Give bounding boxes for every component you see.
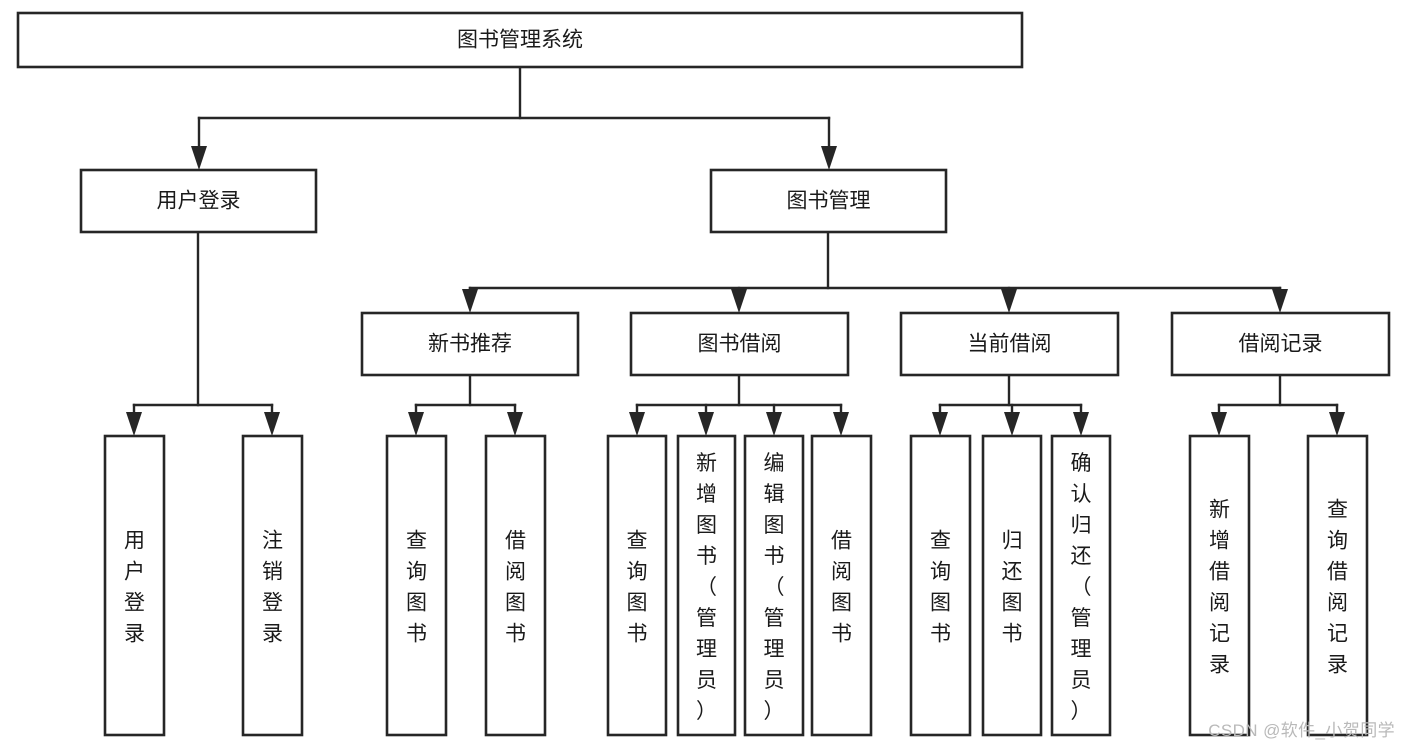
node-label-n_borrow: 图书借阅 <box>698 333 782 356</box>
node-l_return_book[interactable]: 归还图书 <box>981 434 1043 737</box>
node-label-l_edit_book: 编辑图书（管理员） <box>764 452 785 723</box>
node-label-l_borrow_book_b: 借阅图书 <box>831 530 852 646</box>
arrow-to-l-add-record <box>1211 403 1227 436</box>
node-label-l_confirm_return: 确认归还（管理员） <box>1071 452 1092 723</box>
node-box-l_query_record <box>1306 434 1369 737</box>
node-label-l_user_login: 用户登录 <box>124 530 145 646</box>
arrow-to-borrow <box>731 286 747 313</box>
arrow-to-new-book <box>462 286 478 313</box>
node-root[interactable]: 图书管理系统 <box>16 11 1024 69</box>
node-box-l_add_record <box>1188 434 1251 737</box>
node-box-l_logout <box>241 434 304 737</box>
node-label-l_query_book_a: 查询图书 <box>406 530 427 646</box>
connector-bus-borrow <box>635 373 843 407</box>
node-label-l_query_record: 查询借阅记录 <box>1327 499 1348 677</box>
node-n_new_book[interactable]: 新书推荐 <box>360 311 580 377</box>
arrow-to-record <box>1272 286 1288 313</box>
arrow-to-l-query-book-a <box>408 403 424 436</box>
node-n_user_login[interactable]: 用户登录 <box>79 168 318 234</box>
connector-bus-current <box>938 373 1083 407</box>
arrow-to-l-edit-book <box>766 403 782 436</box>
node-box-l_query_book_a <box>385 434 448 737</box>
node-box-n_record <box>1170 311 1391 377</box>
arrow-to-current <box>1001 286 1017 313</box>
node-label-n_record: 借阅记录 <box>1239 333 1323 356</box>
node-label-l_add_book: 新增图书（管理员） <box>696 452 717 723</box>
node-l_add_book[interactable]: 新增图书（管理员） <box>676 434 737 737</box>
node-box-l_add_book <box>676 434 737 737</box>
connector-bus-record <box>1217 373 1339 407</box>
node-l_logout[interactable]: 注销登录 <box>241 434 304 737</box>
arrow-to-l-user-login <box>126 403 142 436</box>
node-box-n_book_mgmt <box>709 168 948 234</box>
arrow-to-user-login <box>191 116 207 170</box>
node-label-l_add_record: 新增借阅记录 <box>1209 499 1230 677</box>
node-label-n_current: 当前借阅 <box>968 333 1052 356</box>
node-label-n_new_book: 新书推荐 <box>428 333 512 356</box>
node-l_query_book_a[interactable]: 查询图书 <box>385 434 448 737</box>
node-box-l_borrow_book_a <box>484 434 547 737</box>
arrow-to-l-query-book-c <box>932 403 948 436</box>
node-l_borrow_book_a[interactable]: 借阅图书 <box>484 434 547 737</box>
node-label-l_query_book_b: 查询图书 <box>627 530 648 646</box>
node-n_record[interactable]: 借阅记录 <box>1170 311 1391 377</box>
connector-bus-new-book <box>414 373 517 407</box>
node-box-l_borrow_book_b <box>810 434 873 737</box>
node-label-l_query_book_c: 查询图书 <box>930 530 951 646</box>
node-label-l_borrow_book_a: 借阅图书 <box>505 530 526 646</box>
node-l_edit_book[interactable]: 编辑图书（管理员） <box>743 434 805 737</box>
node-l_confirm_return[interactable]: 确认归还（管理员） <box>1050 434 1112 737</box>
node-box-n_new_book <box>360 311 580 377</box>
node-l_query_book_b[interactable]: 查询图书 <box>606 434 668 737</box>
node-l_query_book_c[interactable]: 查询图书 <box>909 434 972 737</box>
connector-bus-user-login <box>132 230 274 407</box>
node-n_current[interactable]: 当前借阅 <box>899 311 1120 377</box>
node-box-l_query_book_c <box>909 434 972 737</box>
arrow-to-book-mgmt <box>821 116 837 170</box>
edge-layer <box>132 65 1339 407</box>
node-layer: 图书管理系统用户登录图书管理新书推荐图书借阅当前借阅借阅记录用户登录注销登录查询… <box>16 11 1391 737</box>
arrow-to-l-query-record <box>1329 403 1345 436</box>
arrow-layer <box>126 116 1345 436</box>
node-box-root <box>16 11 1024 69</box>
arrow-to-l-add-book <box>698 403 714 436</box>
node-label-root: 图书管理系统 <box>457 29 583 52</box>
node-l_user_login[interactable]: 用户登录 <box>103 434 166 737</box>
node-box-n_user_login <box>79 168 318 234</box>
node-label-n_user_login: 用户登录 <box>157 190 241 213</box>
node-box-l_edit_book <box>743 434 805 737</box>
arrow-to-l-return-book <box>1004 403 1020 436</box>
node-label-l_logout: 注销登录 <box>262 530 283 646</box>
arrow-to-l-query-book-b <box>629 403 645 436</box>
connector-bus-book-mgmt <box>468 230 1282 290</box>
arrow-to-l-confirm-return <box>1073 403 1089 436</box>
node-label-n_book_mgmt: 图书管理 <box>787 190 871 213</box>
node-box-l_query_book_b <box>606 434 668 737</box>
node-l_borrow_book_b[interactable]: 借阅图书 <box>810 434 873 737</box>
arrow-to-l-borrow-book-a <box>507 403 523 436</box>
arrow-to-l-logout <box>264 403 280 436</box>
node-n_book_mgmt[interactable]: 图书管理 <box>709 168 948 234</box>
node-box-l_user_login <box>103 434 166 737</box>
watermark-text: CSDN @软件_小贺同学 <box>1208 721 1395 740</box>
connector-bus-root <box>197 65 831 120</box>
node-box-n_current <box>899 311 1120 377</box>
node-box-n_borrow <box>629 311 850 377</box>
node-l_query_record[interactable]: 查询借阅记录 <box>1306 434 1369 737</box>
node-n_borrow[interactable]: 图书借阅 <box>629 311 850 377</box>
node-box-l_confirm_return <box>1050 434 1112 737</box>
arrow-to-l-borrow-book-b <box>833 403 849 436</box>
node-l_add_record[interactable]: 新增借阅记录 <box>1188 434 1251 737</box>
node-box-l_return_book <box>981 434 1043 737</box>
node-label-l_return_book: 归还图书 <box>1002 530 1023 646</box>
